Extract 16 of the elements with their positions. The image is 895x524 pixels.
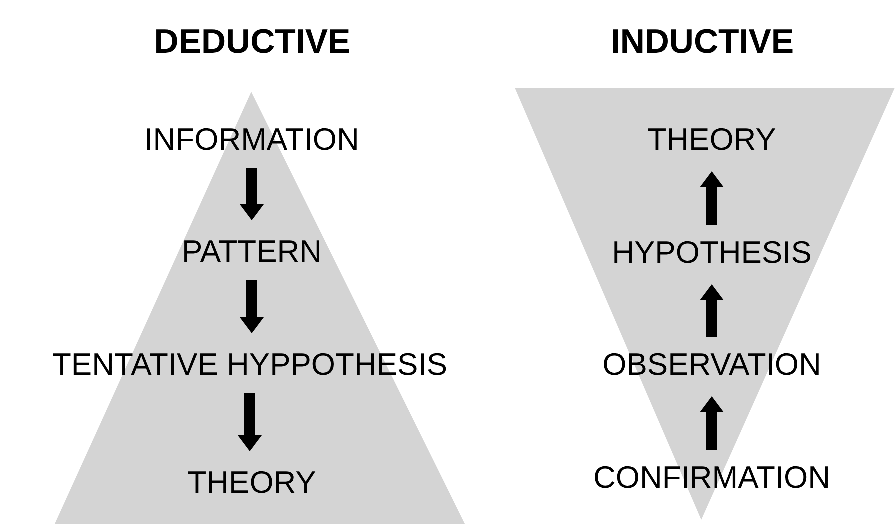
stage-label: INFORMATION	[144, 122, 360, 158]
arrow	[238, 393, 262, 452]
stage-label: CONFIRMATION	[593, 460, 831, 496]
heading: DEDUCTIVE	[153, 22, 352, 62]
stage-label: PATTERN	[182, 234, 322, 270]
arrow	[240, 280, 264, 334]
stage-label: TENTATIVE HYPPOTHESIS	[52, 347, 448, 383]
arrow	[240, 168, 264, 220]
stage-label: OBSERVATION	[602, 347, 822, 383]
heading: INDUCTIVE	[610, 22, 796, 62]
arrow	[700, 396, 724, 450]
stage-label: THEORY	[648, 122, 776, 158]
stage-label: THEORY	[188, 465, 316, 501]
arrow	[700, 284, 724, 337]
stage-label: HYPOTHESIS	[612, 235, 812, 271]
arrow	[700, 172, 724, 225]
